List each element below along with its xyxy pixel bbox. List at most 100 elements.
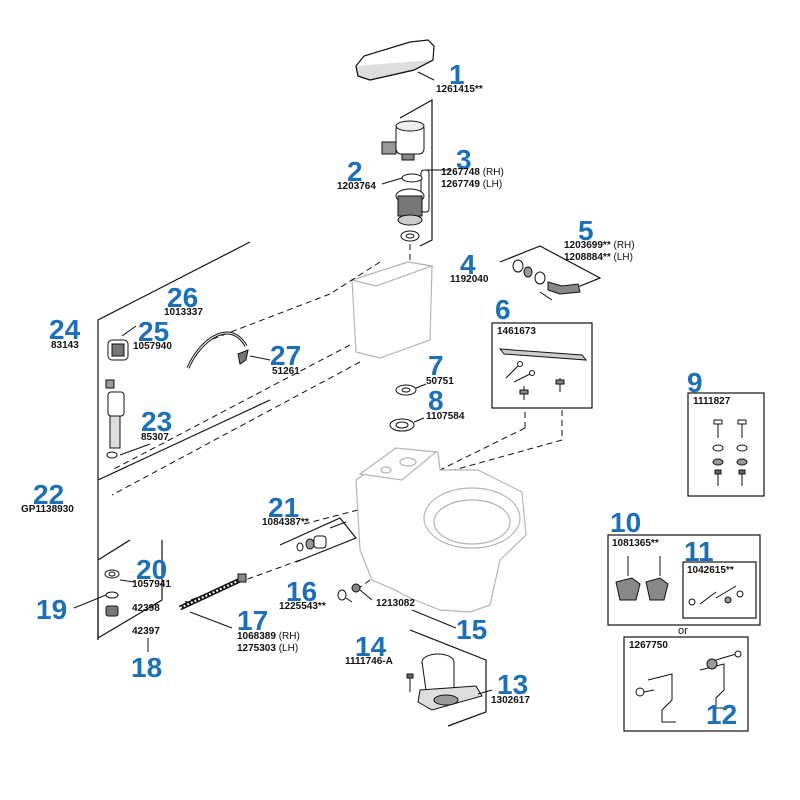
part-number-5b-text: 1208884** [564, 252, 611, 263]
part-number-3b-suffix: (LH) [482, 179, 503, 190]
part-number-17: 1068389 (RH) 1275303 (LH) [237, 631, 300, 655]
callout-8: 8 [428, 385, 444, 416]
part-number-7: 50751 [426, 376, 454, 388]
part-number-21: 1084387** [262, 517, 309, 529]
part-number-3b-text: 1267749 [441, 179, 480, 190]
tank-lid [355, 39, 435, 81]
part-number-20: 1057941 [132, 579, 171, 591]
part-number-8-text: 1107584 [426, 411, 465, 422]
callout-19: 19 [36, 594, 68, 625]
part-number-24-text: 83143 [51, 340, 79, 351]
callout-20: 20 [136, 554, 168, 585]
part-number-17b-text: 1275303 [237, 643, 276, 654]
callout-23: 23 [141, 406, 173, 437]
part-number-2-text: 1203764 [337, 181, 376, 192]
flush-valve [381, 120, 430, 226]
part-number-6: 1461673 [497, 326, 536, 337]
box-12 [623, 636, 749, 732]
part-number-19-text: 42398 [132, 603, 160, 614]
part-number-15: 1213082 [376, 598, 415, 610]
box-11 [682, 561, 757, 619]
part-number-7-text: 50751 [426, 376, 454, 387]
part-number-14-text: 1111746-A [345, 656, 393, 667]
callout-24: 24 [49, 314, 81, 345]
part-number-12: 1267750 [629, 640, 668, 651]
part-number-27-text: 51261 [272, 366, 300, 377]
box-9 [687, 392, 765, 497]
tank [349, 261, 435, 359]
callout-1: 1 [449, 59, 465, 90]
part-number-1-text: 1261415** [436, 84, 483, 95]
part-number-5: 1203699** (RH) 1208884** (LH) [564, 240, 635, 264]
callout-6: 6 [495, 294, 511, 325]
bowl [355, 447, 527, 613]
callout-4: 4 [460, 249, 476, 280]
callout-12: 12 [706, 699, 738, 730]
part-number-13-text: 1302617 [491, 695, 530, 706]
part-number-26-text: 1013337 [164, 307, 203, 318]
part-number-22: GP1138930 [21, 504, 74, 516]
callout-22: 22 [33, 479, 65, 510]
callout-27: 27 [270, 340, 302, 371]
part-number-3: 1267748 (RH) 1267749 (LH) [441, 167, 504, 191]
part-number-4: 1192040 [450, 274, 488, 286]
part-number-17-suffix: (RH) [278, 631, 300, 642]
washer-2 [401, 173, 423, 183]
callout-25: 25 [138, 316, 170, 347]
part-number-21-text: 1084387** [262, 517, 309, 528]
coupling-nut [296, 535, 327, 552]
part-number-25-text: 1057940 [133, 341, 172, 352]
callout-21: 21 [268, 492, 300, 523]
callout-2: 2 [347, 156, 363, 187]
part-number-14: 1111746-A [345, 656, 393, 668]
part-number-11: 1042615** [687, 565, 734, 576]
callout-11: 11 [684, 536, 714, 567]
part-number-2: 1203764 [337, 181, 376, 193]
or-label: or [678, 625, 688, 637]
part-number-9: 1111827 [693, 396, 731, 407]
part-number-22-text: GP1138930 [21, 504, 74, 515]
part-number-26: 1013337 [164, 307, 203, 319]
part-number-17-text: 1068389 [237, 631, 276, 642]
part-number-18-text: 42397 [132, 626, 160, 637]
callout-15: 15 [456, 614, 488, 645]
closet-flange [406, 653, 483, 711]
part-number-19: 42398 [132, 603, 160, 615]
part-number-20-text: 1057941 [132, 579, 171, 590]
callout-16: 16 [286, 576, 318, 607]
part-number-8: 1107584 [426, 411, 464, 423]
part-number-16: 1225543** [279, 601, 326, 613]
part-number-5-suffix: (RH) [613, 240, 635, 251]
part-number-23-text: 85307 [141, 432, 169, 443]
box-6 [491, 322, 593, 409]
callout-3: 3 [456, 144, 472, 175]
part-number-18: 42397 [132, 626, 160, 638]
part-number-4-text: 1192040 [450, 274, 489, 285]
part-number-15-text: 1213082 [376, 598, 415, 609]
callout-7: 7 [428, 350, 444, 381]
callout-26: 26 [167, 282, 199, 313]
callout-18: 18 [131, 652, 163, 683]
part-number-3-suffix: (RH) [482, 167, 504, 178]
part-number-25: 1057940 [133, 341, 172, 353]
part-number-16-text: 1225543** [279, 601, 326, 612]
refill-tube [186, 331, 248, 369]
part-number-10: 1081365** [612, 538, 659, 549]
callout-17: 17 [237, 605, 269, 636]
part-number-3-text: 1267748 [441, 167, 480, 178]
part-number-5-text: 1203699** [564, 240, 611, 251]
part-number-5b-suffix: (LH) [613, 252, 633, 263]
callout-13: 13 [497, 669, 529, 700]
part-number-27: 51261 [272, 366, 300, 378]
part-number-17b-suffix: (LH) [278, 643, 299, 654]
callout-9: 9 [687, 367, 703, 398]
callout-14: 14 [355, 631, 387, 662]
callout-5: 5 [578, 215, 594, 246]
trip-lever [512, 259, 581, 301]
part-number-13: 1302617 [491, 695, 530, 707]
part-number-23: 85307 [141, 432, 169, 444]
callout-10: 10 [610, 507, 642, 538]
part-number-24: 83143 [51, 340, 79, 352]
